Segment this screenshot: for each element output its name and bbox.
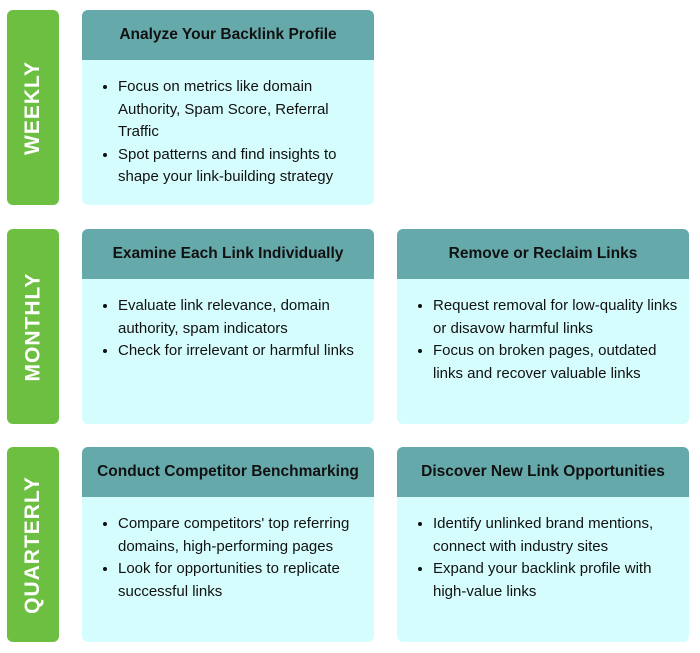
quarterly-label: QUARTERLY <box>7 447 59 642</box>
card-remove-reclaim-links: Remove or Reclaim Links Request removal … <box>397 229 689 424</box>
card-title: Discover New Link Opportunities <box>397 447 689 497</box>
label-text: QUARTERLY <box>21 475 44 614</box>
bullet: Compare competitors' top referring domai… <box>118 513 364 558</box>
card-new-link-opportunities: Discover New Link Opportunities Identify… <box>397 447 689 642</box>
card-title: Remove or Reclaim Links <box>397 229 689 279</box>
label-text: WEEKLY <box>21 60 45 155</box>
label-text: MONTHLY <box>21 272 44 381</box>
bullet: Check for irrelevant or harmful links <box>118 340 364 363</box>
bullet: Expand your backlink profile with high-v… <box>433 558 679 603</box>
card-title: Examine Each Link Individually <box>82 229 374 279</box>
bullet: Evaluate link relevance, domain authorit… <box>118 295 364 340</box>
card-examine-links: Examine Each Link Individually Evaluate … <box>82 229 374 424</box>
weekly-label: WEEKLY <box>7 10 59 205</box>
bullet: Identify unlinked brand mentions, connec… <box>433 513 679 558</box>
card-title: Conduct Competitor Benchmarking <box>82 447 374 497</box>
bullet: Focus on metrics like domain Authority, … <box>118 76 364 144</box>
bullet: Focus on broken pages, outdated links an… <box>433 340 679 385</box>
monthly-label: MONTHLY <box>7 229 59 424</box>
bullet: Spot patterns and find insights to shape… <box>118 144 364 189</box>
card-competitor-benchmarking: Conduct Competitor Benchmarking Compare … <box>82 447 374 642</box>
card-analyze-backlink-profile: Analyze Your Backlink Profile Focus on m… <box>82 10 374 205</box>
card-title: Analyze Your Backlink Profile <box>82 10 374 60</box>
bullet: Look for opportunities to replicate succ… <box>118 558 364 603</box>
bullet: Request removal for low-quality links or… <box>433 295 679 340</box>
